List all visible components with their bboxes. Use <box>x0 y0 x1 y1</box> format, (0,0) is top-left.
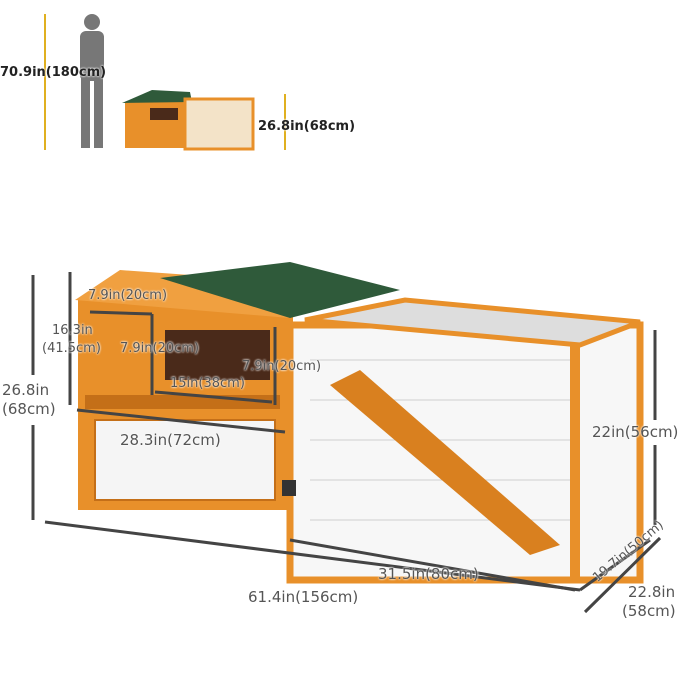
roof <box>160 262 400 318</box>
door-height-label: 7.9in(20cm) <box>242 359 322 374</box>
run-post <box>570 345 580 580</box>
house-width-label: 28.3in(72cm) <box>120 431 221 449</box>
gable <box>75 270 290 318</box>
house-height-cm-label: (41.5cm) <box>42 341 101 356</box>
ramp <box>330 370 560 555</box>
total-length-label: 61.4in(156cm) <box>248 588 359 606</box>
window-width-label: 15in(38cm) <box>170 376 245 391</box>
window-height-label: 7.9in(20cm) <box>120 341 200 356</box>
small-hutch-thumbnail <box>122 90 255 151</box>
run-height-label: 22in(56cm) <box>592 423 679 441</box>
total-depth-cm-label: (58cm) <box>622 602 676 620</box>
person-silhouette <box>80 14 104 148</box>
person-height-label: 70.9in(180cm) <box>0 65 107 80</box>
roof-width-label: 7.9in(20cm) <box>88 288 168 303</box>
run-frame <box>286 321 644 584</box>
run-top-mesh <box>304 297 641 348</box>
lower-mesh-panel <box>94 419 276 501</box>
dimension-lines <box>31 272 662 614</box>
house-height-in-label: 16.3in <box>52 323 93 338</box>
total-height-in-label: 26.8in <box>2 381 50 399</box>
window-mesh <box>165 330 270 380</box>
run-mesh <box>310 359 570 521</box>
total-depth-in-label: 22.8in <box>628 583 676 601</box>
total-height-cm-label: (68cm) <box>2 400 56 418</box>
latch <box>282 480 296 496</box>
run-length-label: 31.5in(80cm) <box>378 565 479 583</box>
tray <box>85 395 280 409</box>
hutch-height-ref-label: 26.8in(68cm) <box>258 119 356 134</box>
hutch <box>75 262 644 584</box>
